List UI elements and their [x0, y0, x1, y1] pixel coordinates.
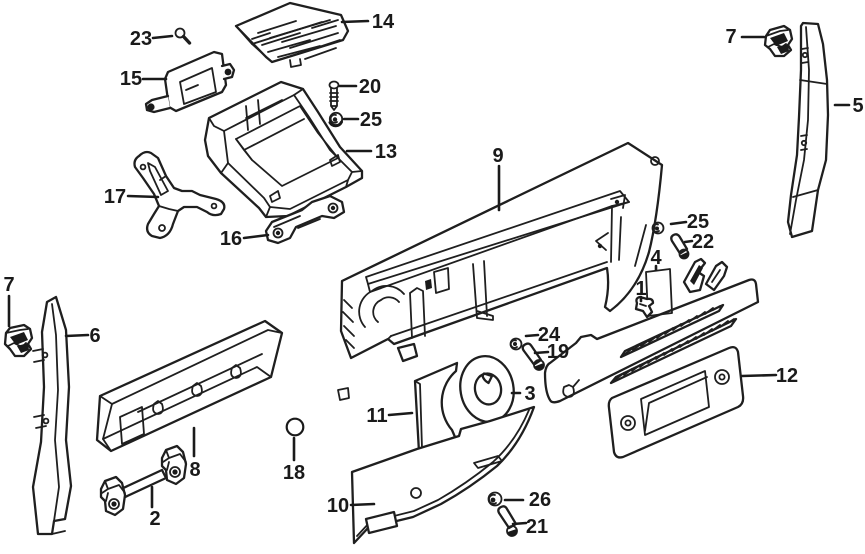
svg-text:25: 25 — [360, 109, 382, 131]
svg-text:26: 26 — [529, 489, 551, 511]
svg-text:15: 15 — [120, 68, 142, 90]
svg-text:9: 9 — [492, 145, 503, 167]
svg-text:20: 20 — [359, 76, 381, 98]
svg-text:4: 4 — [650, 247, 662, 269]
svg-text:17: 17 — [104, 186, 126, 208]
svg-text:18: 18 — [283, 462, 305, 484]
svg-text:11: 11 — [366, 405, 387, 427]
svg-text:12: 12 — [776, 365, 798, 387]
svg-text:5: 5 — [852, 95, 863, 117]
svg-text:10: 10 — [327, 495, 349, 517]
svg-text:3: 3 — [524, 383, 535, 405]
svg-text:1: 1 — [635, 278, 646, 300]
svg-text:14: 14 — [372, 11, 395, 33]
svg-text:7: 7 — [3, 274, 14, 296]
svg-text:21: 21 — [526, 516, 548, 538]
svg-text:6: 6 — [89, 325, 100, 347]
svg-text:23: 23 — [130, 28, 152, 50]
svg-text:24: 24 — [538, 324, 561, 346]
svg-text:25: 25 — [687, 211, 709, 233]
svg-text:8: 8 — [189, 459, 200, 481]
svg-text:2: 2 — [149, 508, 160, 530]
svg-text:19: 19 — [547, 341, 569, 363]
svg-text:22: 22 — [692, 231, 714, 253]
svg-text:13: 13 — [375, 141, 397, 163]
svg-text:7: 7 — [725, 26, 736, 48]
svg-text:16: 16 — [220, 228, 242, 250]
